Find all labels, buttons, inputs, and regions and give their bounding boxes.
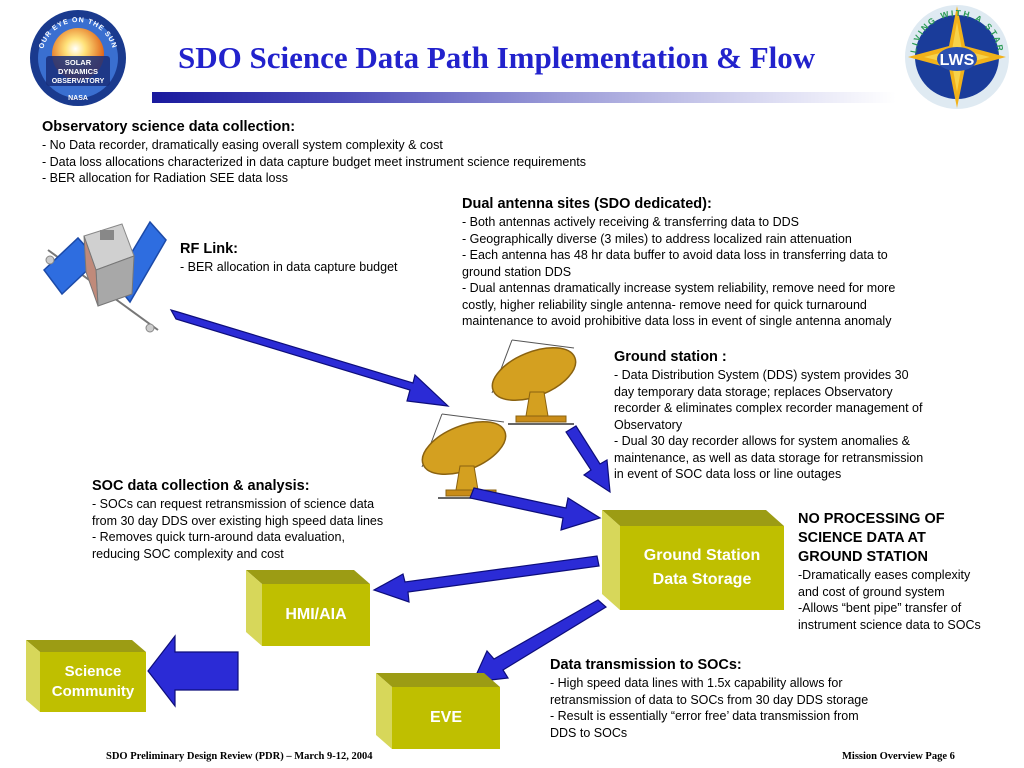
title-underline: [152, 92, 896, 103]
satellite: [38, 210, 168, 340]
antenna-dish-upper: [482, 338, 582, 433]
observatory-line: - Data loss allocations characterized in…: [42, 154, 587, 169]
sdo-logo-line2: DYNAMICS: [58, 67, 98, 76]
antenna-dish-icon: [491, 339, 577, 425]
soc-line: reducing SOC complexity and cost: [92, 546, 284, 561]
eve-box: EVE: [376, 673, 500, 749]
ground-station-storage-box: Ground Station Data Storage: [602, 510, 784, 610]
arrow-antenna-to-storage-upper: [565, 425, 611, 494]
no-processing-heading: NO PROCESSING OF: [798, 511, 945, 527]
ground-station-block: Ground station : - Data Distribution Sys…: [614, 348, 984, 483]
sdo-logo-line3: OBSERVATORY: [52, 78, 105, 85]
no-processing-line: instrument science data to SOCs: [798, 617, 981, 632]
sdo-logo-bottom: NASA: [68, 95, 88, 102]
soc-block: SOC data collection & analysis: - SOCs c…: [92, 477, 452, 562]
footer-left: SDO Preliminary Design Review (PDR) – Ma…: [106, 751, 373, 762]
ground-station-line: recorder & eliminates complex recorder m…: [614, 401, 923, 415]
dual-antenna-line: - Each antenna has 48 hr data buffer to …: [462, 248, 888, 262]
page-title: SDO Science Data Path Implementation & F…: [178, 40, 816, 75]
ground-storage-line2: Data Storage: [652, 571, 752, 588]
antenna-dish-lower: [412, 412, 512, 507]
no-processing-heading: SCIENCE DATA AT: [798, 530, 926, 546]
science-community-box: Science Community: [26, 640, 146, 712]
soc-line: from 30 day DDS over existing high speed…: [92, 513, 384, 528]
ground-station-line: Observatory: [614, 417, 683, 432]
no-processing-heading: GROUND STATION: [798, 549, 928, 565]
dual-antenna-line: maintenance to avoid prohibitive data lo…: [462, 314, 892, 328]
dual-antenna-block: Dual antenna sites (SDO dedicated): - Bo…: [462, 195, 982, 330]
dual-antenna-line: - Geographically diverse (3 miles) to ad…: [462, 231, 852, 246]
ground-station-line: in event of SOC data loss or line outage…: [614, 467, 842, 481]
transmission-heading: Data transmission to SOCs:: [550, 657, 742, 673]
observatory-heading: Observatory science data collection:: [42, 119, 296, 135]
hmi-aia-label: HMI/AIA: [285, 606, 347, 623]
sdo-logo-line1: SOLAR: [65, 58, 92, 67]
no-processing-line: -Dramatically eases complexity: [798, 568, 971, 582]
dual-antenna-heading: Dual antenna sites (SDO dedicated):: [462, 196, 712, 212]
transmission-line: - Result is essentially “error free’ dat…: [550, 709, 859, 723]
transmission-line: DDS to SOCs: [550, 725, 628, 740]
rf-link-heading: RF Link:: [180, 241, 238, 257]
dual-antenna-line: - Dual antennas dramatically increase sy…: [462, 281, 896, 295]
rf-link-block: RF Link: - BER allocation in data captur…: [180, 240, 440, 276]
arrow-antenna-to-storage-lower: [469, 487, 602, 531]
ground-station-line: maintenance, as well as data storage for…: [614, 450, 924, 465]
transmission-block: Data transmission to SOCs: - High speed …: [550, 656, 950, 741]
science-community-line2: Community: [51, 683, 135, 700]
box-shape: [246, 570, 370, 646]
no-processing-line: and cost of ground system: [798, 584, 945, 599]
dual-antenna-line: - Both antennas actively receiving & tra…: [462, 215, 799, 229]
footer-right: Mission Overview Page 6: [842, 751, 955, 762]
transmission-line: retransmission of data to SOCs from 30 d…: [550, 692, 869, 707]
lws-logo-icon: LWS LIVING WITH A STAR: [905, 5, 1009, 109]
arrow-storage-to-hmi: [372, 555, 600, 603]
hmi-aia-box: HMI/AIA: [246, 570, 370, 646]
ground-station-line: - Dual 30 day recorder allows for system…: [614, 434, 910, 448]
box-shape: [602, 510, 784, 610]
arrow-storage-to-eve: [472, 599, 608, 683]
arrow-hmi-to-science: [147, 634, 239, 708]
ground-station-line: - Data Distribution System (DDS) system …: [614, 368, 909, 382]
ground-storage-line1: Ground Station: [643, 547, 761, 564]
dual-antenna-line: ground station DDS: [462, 264, 572, 279]
antenna-dish-icon: [421, 413, 507, 499]
no-processing-block: NO PROCESSING OF SCIENCE DATA AT GROUND …: [798, 510, 1018, 633]
box-shape: [26, 640, 146, 712]
no-processing-line: -Allows “bent pipe” transfer of: [798, 601, 962, 615]
observatory-block: Observatory science data collection: - N…: [42, 118, 722, 187]
observatory-line: - No Data recorder, dramatically easing …: [42, 138, 443, 152]
arrow-satellite-to-antenna: [169, 309, 450, 407]
soc-line: - Removes quick turn-around data evaluat…: [92, 530, 345, 544]
satellite-icon: [42, 220, 167, 333]
lws-center: LWS: [940, 52, 975, 69]
observatory-line: - BER allocation for Radiation SEE data …: [42, 171, 288, 185]
dual-antenna-line: costly, higher reliability single antenn…: [462, 297, 867, 312]
soc-heading: SOC data collection & analysis:: [92, 478, 310, 494]
eve-label: EVE: [429, 709, 462, 726]
science-community-line1: Science: [64, 663, 122, 680]
sdo-logo: OUR EYE ON THE SUN SOLAR DYNAMICS OBSERV…: [28, 8, 128, 108]
soc-line: - SOCs can request retransmission of sci…: [92, 497, 375, 511]
box-shape: [376, 673, 500, 749]
ground-station-line: day temporary data storage; replaces Obs…: [614, 384, 893, 399]
lws-logo: LWS LIVING WITH A STAR: [902, 2, 1012, 112]
ground-station-heading: Ground station :: [614, 349, 727, 365]
sdo-logo-icon: OUR EYE ON THE SUN SOLAR DYNAMICS OBSERV…: [30, 10, 126, 106]
rf-link-line: - BER allocation in data capture budget: [180, 260, 398, 274]
transmission-line: - High speed data lines with 1.5x capabi…: [550, 676, 843, 690]
